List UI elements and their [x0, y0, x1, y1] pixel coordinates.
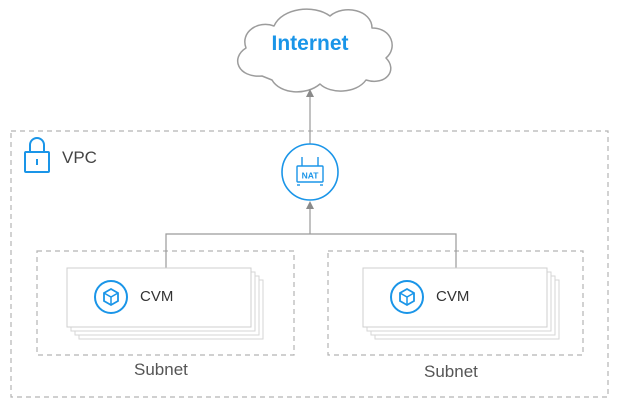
connector-lines — [165, 96, 457, 268]
nat-gateway-icon — [281, 143, 339, 201]
arrow-to-internet — [306, 89, 314, 97]
internet-cloud — [236, 8, 393, 93]
cvm-icon-right — [390, 280, 424, 314]
cvm-icon-left — [94, 280, 128, 314]
internet-label: Internet — [271, 32, 349, 55]
cvm-label-left: CVM — [140, 288, 174, 305]
cvm-label-right: CVM — [436, 288, 470, 305]
lock-icon — [24, 137, 50, 173]
vpc-label: VPC — [62, 148, 97, 167]
arrow-to-nat — [306, 201, 314, 209]
subnet-label-right: Subnet — [424, 362, 478, 381]
subnet-label-left: Subnet — [134, 360, 188, 379]
nat-label: NAT — [302, 171, 320, 181]
